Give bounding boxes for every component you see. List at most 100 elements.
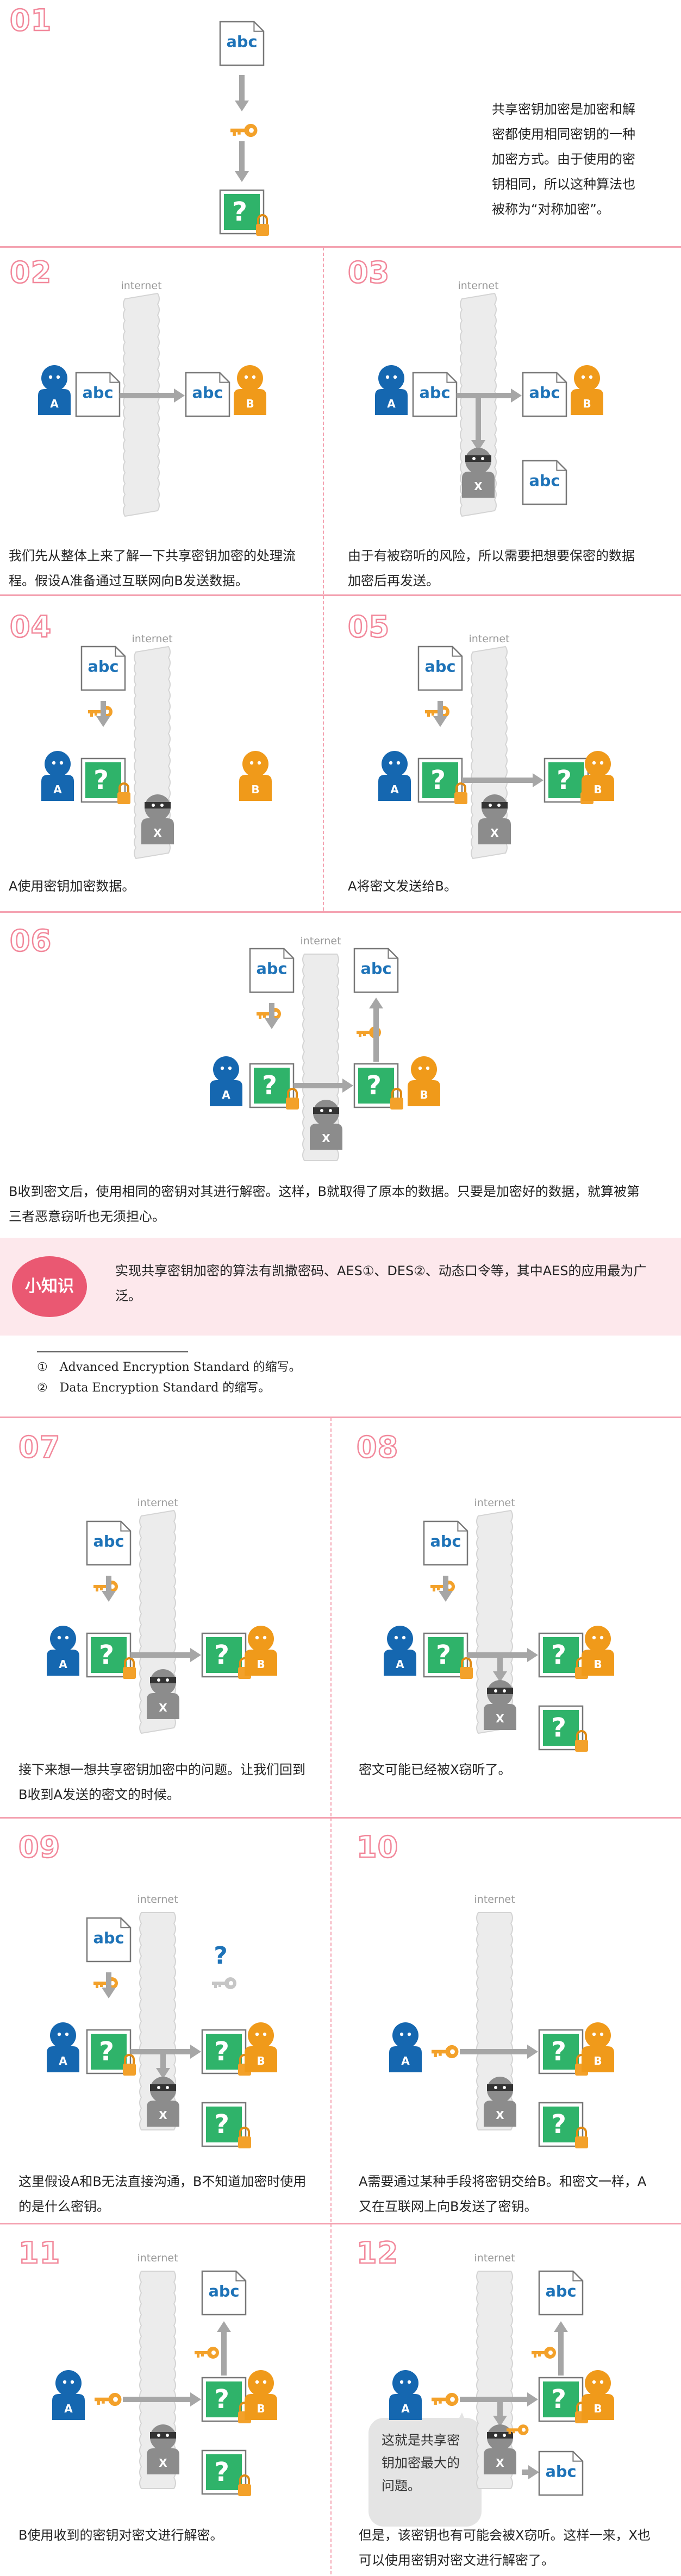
document-text: abc xyxy=(360,959,391,977)
arrow xyxy=(102,1972,116,1998)
encrypted-mark: ? xyxy=(551,2036,566,2067)
footnote-rule xyxy=(37,1351,188,1352)
person-x: X xyxy=(462,448,495,498)
lock-icon xyxy=(123,1667,136,1679)
key-tooth xyxy=(233,130,236,136)
person-x-body xyxy=(141,818,174,844)
encrypted-document: ? xyxy=(538,2029,588,2076)
step-number: 08 xyxy=(356,1430,399,1465)
arrow-head xyxy=(102,1988,116,1998)
plain-document: abc xyxy=(86,1917,132,1963)
bubble-tail xyxy=(451,2412,471,2434)
arrow-head xyxy=(493,1671,507,1682)
person-a-eye xyxy=(393,375,397,379)
person-b-body xyxy=(239,775,272,801)
document-fold xyxy=(283,949,293,959)
arrow xyxy=(493,2399,507,2427)
person-a: A xyxy=(378,751,411,801)
person-b: B xyxy=(582,1626,614,1676)
key-icon xyxy=(432,2392,459,2406)
document-text: abc xyxy=(545,2462,576,2480)
person-a-letter: A xyxy=(387,397,396,410)
plain-document: abc xyxy=(219,21,265,66)
person-x-eye xyxy=(329,1109,332,1112)
encrypted-mark: ? xyxy=(366,1070,382,1101)
key-tooth xyxy=(96,1587,98,1591)
arrow-head xyxy=(533,773,543,787)
encrypted-document: ? xyxy=(538,1632,588,1679)
arrow-head xyxy=(433,716,447,727)
person-x-body xyxy=(484,1704,516,1730)
encrypted-mark: ? xyxy=(262,1070,277,1101)
internet-band xyxy=(476,1912,513,2130)
lock-icon xyxy=(238,2484,251,2496)
person-a-eye xyxy=(65,2032,69,2036)
person-b-head xyxy=(248,1626,274,1652)
document-fold xyxy=(109,373,120,383)
internet-label: internet xyxy=(474,1497,515,1509)
document-text: abc xyxy=(424,657,455,675)
internet-cloud: internet xyxy=(121,280,162,517)
person-a-head xyxy=(387,1626,413,1652)
encrypted-fill xyxy=(543,2107,579,2142)
person-a-eye xyxy=(65,1635,69,1640)
arrow xyxy=(293,1079,353,1093)
arrow-head xyxy=(174,388,185,403)
internet-band xyxy=(139,1912,176,2130)
lock-shackle xyxy=(124,2054,135,2064)
step-caption: 这里假设A和B无法直接沟通，B不知道加密时使用的是什么密钥。 xyxy=(18,2174,307,2214)
key-tooth xyxy=(433,1587,435,1591)
person-a: A xyxy=(47,2022,79,2072)
divider xyxy=(0,246,681,248)
person-b-eye xyxy=(255,1635,259,1640)
person-x-letter: X xyxy=(159,2109,167,2122)
document-text: abc xyxy=(419,383,450,402)
arrow-head xyxy=(342,1079,353,1093)
arrow-head xyxy=(511,388,522,403)
key-tooth xyxy=(100,1587,103,1590)
footnote: ① Advanced Encryption Standard 的缩写。 xyxy=(37,1361,301,1374)
key-hole xyxy=(521,2428,526,2432)
arrow-head xyxy=(528,2465,539,2479)
encrypted-document: ? xyxy=(201,2102,251,2148)
document-text: abc xyxy=(93,1532,124,1550)
person-x-eye xyxy=(489,804,492,807)
plain-document: abc xyxy=(423,1520,468,1566)
step-number: 04 xyxy=(9,609,52,645)
person-x-body xyxy=(462,472,495,498)
key-hole xyxy=(229,1981,233,1985)
arrow xyxy=(522,2465,539,2479)
encrypted-fill xyxy=(91,1637,127,1673)
person-x-letter: X xyxy=(496,2109,504,2122)
arrow-head xyxy=(217,2321,231,2332)
encrypted-document: ? xyxy=(538,1705,588,1752)
person-b-head xyxy=(585,2022,611,2048)
key-tooth xyxy=(95,712,97,716)
person-b-eye xyxy=(255,2032,259,2036)
person-b-eye xyxy=(257,761,261,765)
encrypted-fill xyxy=(206,2454,242,2490)
encrypted-fill xyxy=(224,194,260,230)
arrow-head xyxy=(493,2416,507,2427)
encrypted-document: ? xyxy=(423,1632,473,1679)
internet-label: internet xyxy=(137,1497,178,1509)
key-tooth xyxy=(363,1032,366,1036)
plain-document: abc xyxy=(522,460,567,505)
person-b-body xyxy=(245,2046,277,2072)
step-number: 10 xyxy=(356,1829,399,1865)
person-b-body xyxy=(234,389,266,415)
encrypted-document: ? xyxy=(201,1632,251,1679)
person-b-eye xyxy=(599,1635,604,1640)
lock-icon xyxy=(256,224,269,236)
tip-box: 小知识 实现共享密钥加密的算法有凯撒密码、AES①、DES②、动态口令等，其中A… xyxy=(0,1238,681,1336)
key-icon xyxy=(507,2424,529,2435)
arrow xyxy=(462,773,543,787)
arrow-head xyxy=(554,2321,568,2332)
person-a-eye xyxy=(48,375,53,379)
person-x-letter: X xyxy=(159,2456,167,2470)
arrow xyxy=(96,701,110,727)
footnote: ② Data Encryption Standard 的缩写。 xyxy=(37,1381,271,1395)
unknown-key xyxy=(212,1977,236,1989)
